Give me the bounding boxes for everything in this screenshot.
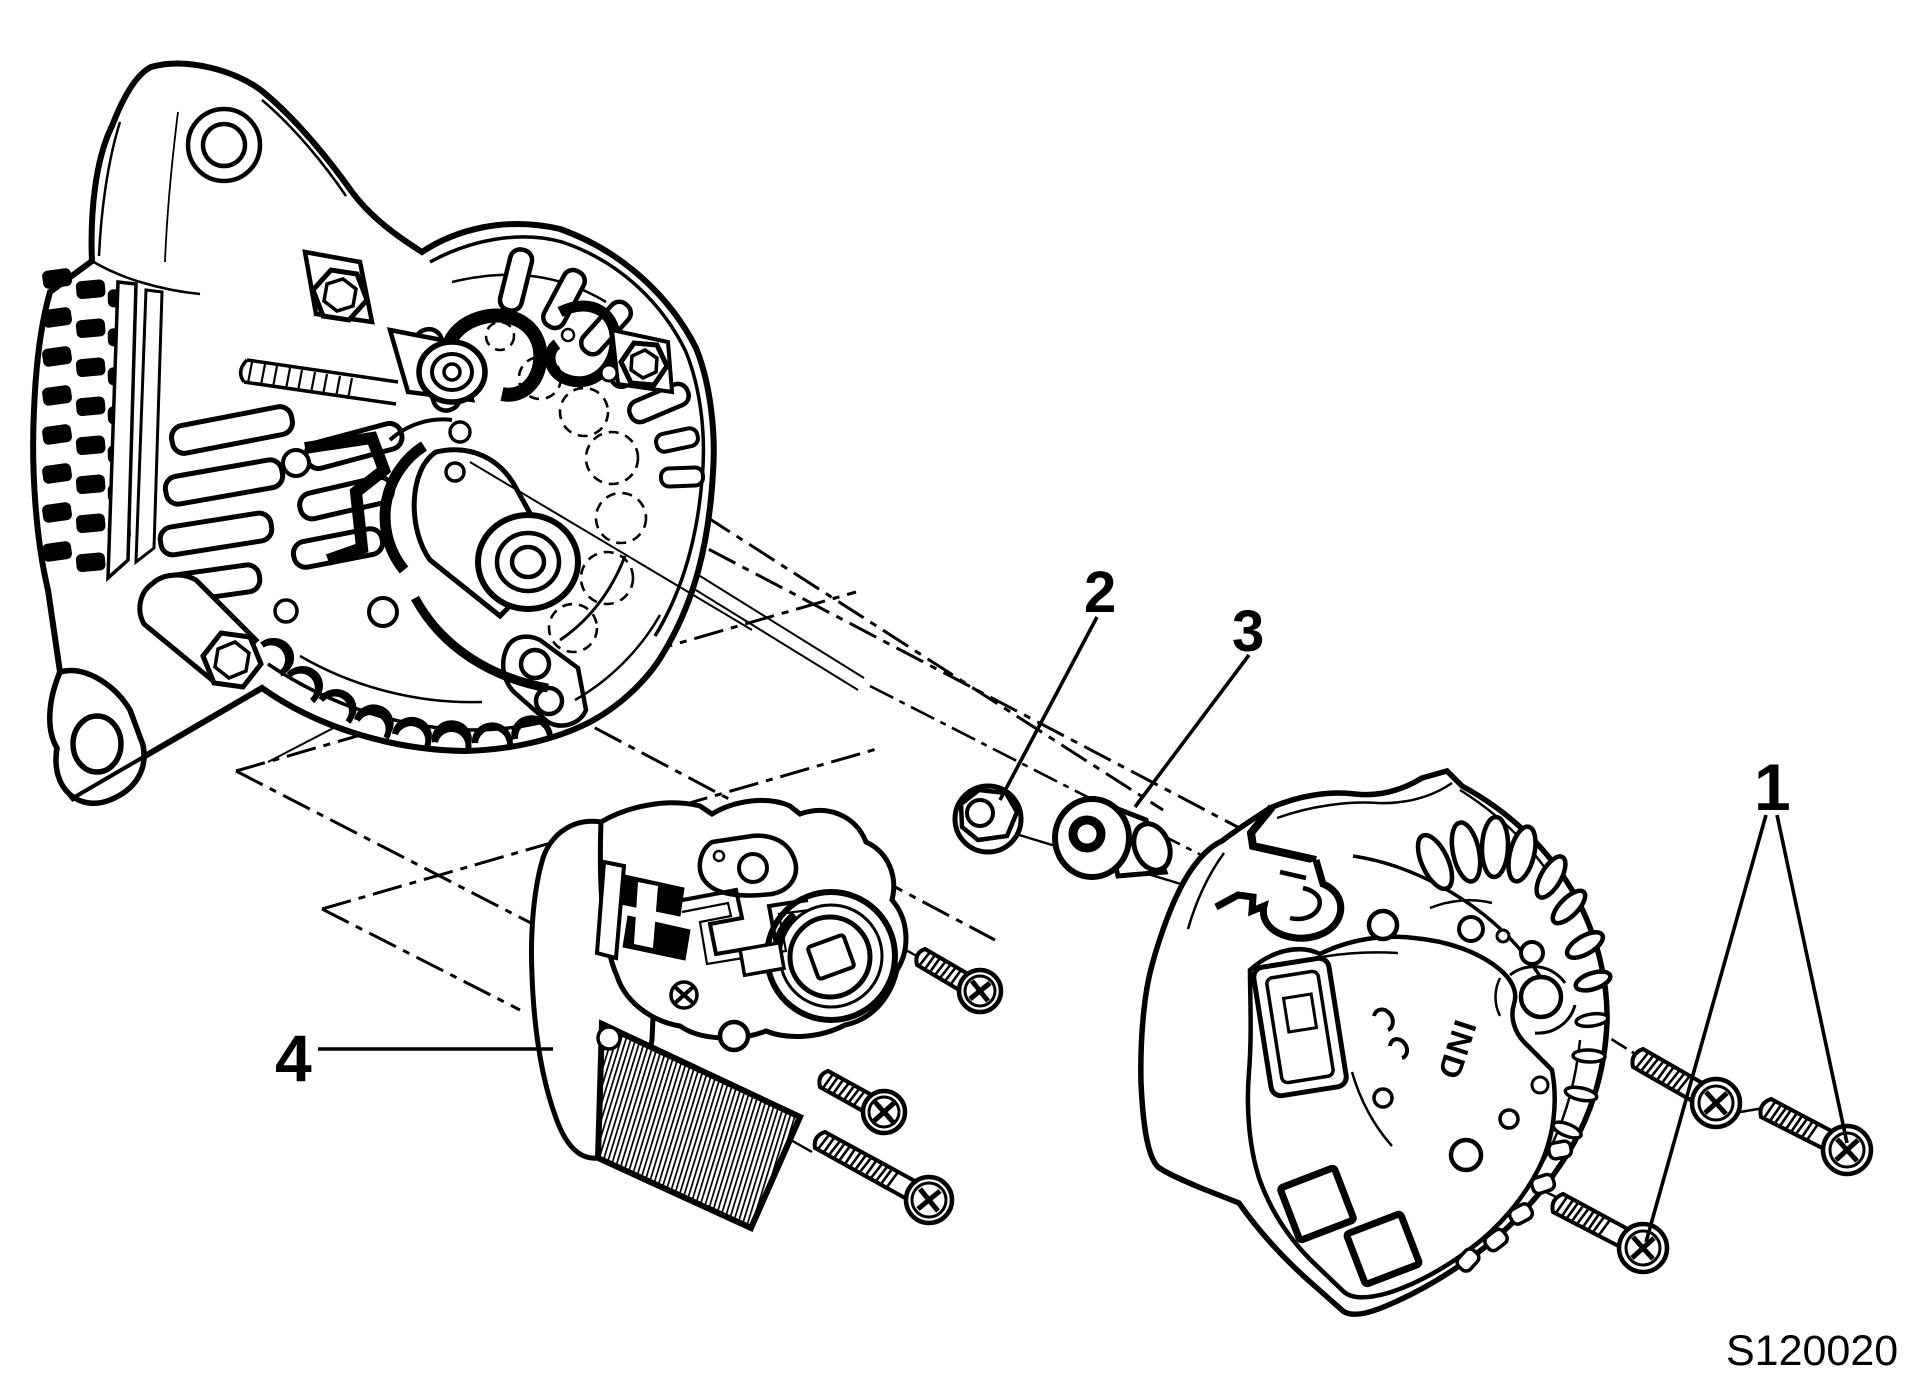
svg-text:1: 1 (1754, 750, 1791, 824)
svg-text:3: 3 (1232, 599, 1264, 664)
svg-text:S120020: S120020 (1726, 1327, 1898, 1375)
svg-text:2: 2 (1084, 560, 1116, 625)
svg-text:4: 4 (275, 1021, 312, 1095)
